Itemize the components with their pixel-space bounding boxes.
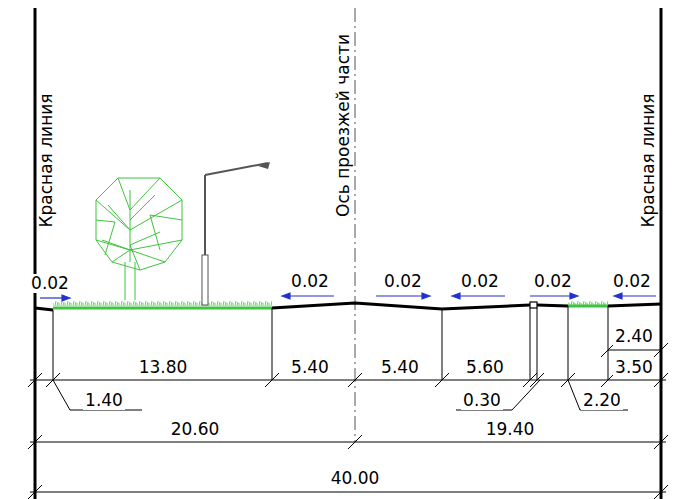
drawing-stroke bbox=[530, 308, 531, 380]
slope-value: 0.02 bbox=[532, 272, 574, 291]
drawing-stroke bbox=[30, 442, 666, 443]
drawing-stroke bbox=[53, 310, 54, 380]
drawing-stroke bbox=[282, 293, 290, 299]
dimension-value: 5.40 bbox=[289, 358, 331, 377]
drawing-stroke bbox=[618, 295, 656, 296]
drawing-stroke bbox=[614, 293, 622, 299]
red-line-right bbox=[660, 8, 663, 499]
slope-value: 0.02 bbox=[289, 272, 331, 291]
axis-line bbox=[355, 8, 356, 442]
dimension-value: 20.60 bbox=[169, 420, 222, 439]
drawing-stroke bbox=[258, 162, 270, 169]
red-line-left bbox=[34, 8, 37, 499]
drawing-stroke bbox=[204, 175, 206, 255]
dimension-value: 5.60 bbox=[464, 358, 506, 377]
drawing-stroke bbox=[272, 308, 273, 380]
drawing-stroke bbox=[530, 295, 574, 296]
dimension-value: 5.40 bbox=[379, 358, 421, 377]
drawing-stroke bbox=[30, 380, 666, 381]
grass-strip bbox=[568, 300, 608, 306]
drawing-stroke bbox=[28, 373, 668, 387]
drawing-stroke bbox=[286, 295, 334, 296]
dimension-value: 3.50 bbox=[613, 358, 655, 377]
sidewalk-edge bbox=[35, 308, 53, 310]
local-lane bbox=[537, 305, 568, 306]
drawing-stroke bbox=[422, 293, 430, 299]
drawing-stroke bbox=[442, 309, 443, 380]
drawing-stroke bbox=[28, 435, 668, 449]
drawing-stroke bbox=[96, 178, 182, 270]
drawing-stroke bbox=[96, 178, 182, 300]
slope-value: 0.02 bbox=[611, 272, 653, 291]
drawing-stroke bbox=[570, 293, 578, 299]
dimension-lines bbox=[28, 343, 668, 499]
dimension-value: 2.40 bbox=[613, 327, 655, 346]
dimension-value: 19.40 bbox=[484, 420, 537, 439]
axis-label: Ось проезжей части bbox=[333, 32, 352, 219]
drawing-stroke bbox=[456, 380, 540, 410]
curb-separator bbox=[530, 302, 537, 308]
drawing-stroke bbox=[537, 308, 538, 380]
street-lamp bbox=[202, 162, 270, 305]
carriageway bbox=[272, 303, 530, 309]
slope-arrows bbox=[40, 293, 656, 301]
lawn bbox=[53, 307, 272, 310]
sidewalk-right bbox=[608, 304, 661, 306]
drawing-stroke bbox=[53, 380, 142, 410]
leader-lines bbox=[53, 380, 628, 410]
drawing-stroke bbox=[376, 295, 426, 296]
dimension-value: 0.30 bbox=[461, 391, 503, 410]
drawing-stroke bbox=[608, 350, 661, 351]
drawing-stroke bbox=[456, 295, 505, 296]
drawing-stroke bbox=[568, 306, 569, 380]
drawing-stroke bbox=[608, 306, 609, 380]
extension-lines bbox=[53, 306, 608, 380]
slope-value: 0.02 bbox=[459, 272, 501, 291]
dimension-value: 40.00 bbox=[329, 469, 382, 488]
red-line-label: Красная линия bbox=[639, 91, 658, 229]
drawing-stroke bbox=[568, 380, 628, 410]
drawing-stroke bbox=[30, 492, 666, 493]
red-line-label: Красная линия bbox=[37, 91, 56, 229]
lawn bbox=[568, 305, 608, 308]
dimension-value: 13.80 bbox=[137, 358, 190, 377]
dimension-value: 2.20 bbox=[581, 391, 623, 410]
slope-value: 0.02 bbox=[382, 272, 424, 291]
grass-strip bbox=[53, 301, 272, 308]
tree-symbol bbox=[96, 178, 182, 300]
slope-value: 0.02 bbox=[29, 274, 71, 293]
drawing-stroke bbox=[62, 295, 70, 301]
dimension-value: 1.40 bbox=[83, 391, 125, 410]
drawing-stroke bbox=[452, 293, 460, 299]
drawing-stroke bbox=[202, 255, 208, 305]
drawing-stroke bbox=[205, 163, 268, 175]
